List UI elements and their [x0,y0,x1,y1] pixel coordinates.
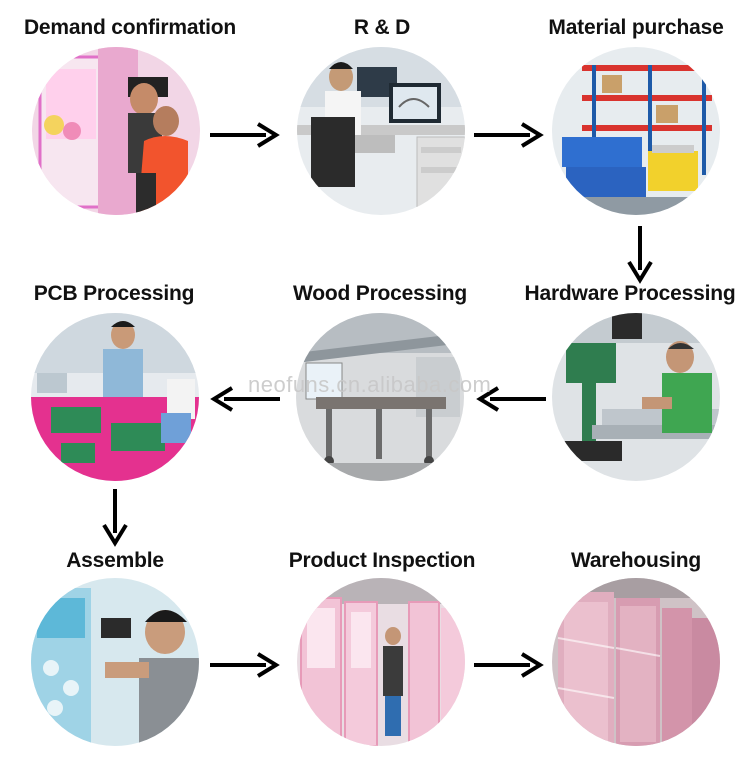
step-label-r-and-d: R & D [353,16,411,39]
step-label-hardware-processing: Hardware Processing [524,282,736,305]
step-label-product-inspection: Product Inspection [288,549,476,572]
arrow-left-icon [476,386,546,412]
step-label-material-purchase: Material purchase [548,16,724,39]
step-label-demand-confirmation: Demand confirmation [23,16,237,39]
watermark: neofuns.cn.alibaba.com [248,372,492,397]
engineer-computer-photo [297,47,465,215]
arrow-left-icon [210,386,280,412]
step-label-wood-processing: Wood Processing [293,282,467,305]
assembly-worker-photo [31,578,199,746]
pcb-worker-photo [31,313,199,481]
step-label-warehousing: Warehousing [570,549,702,572]
warehouse-shelves-photo [552,47,720,215]
arcade-customer-photo [32,47,200,215]
wrapped-machines-photo [552,578,720,746]
arrow-down-icon [102,489,128,547]
claw-machines-photo [297,578,465,746]
drill-press-worker-photo [552,313,720,481]
arrow-right-icon [474,122,544,148]
arrow-right-icon [474,652,544,678]
arrow-right-icon [210,122,280,148]
step-label-assemble: Assemble [66,549,164,572]
step-label-pcb-processing: PCB Processing [33,282,195,305]
arrow-down-icon [627,226,653,284]
arrow-right-icon [210,652,280,678]
